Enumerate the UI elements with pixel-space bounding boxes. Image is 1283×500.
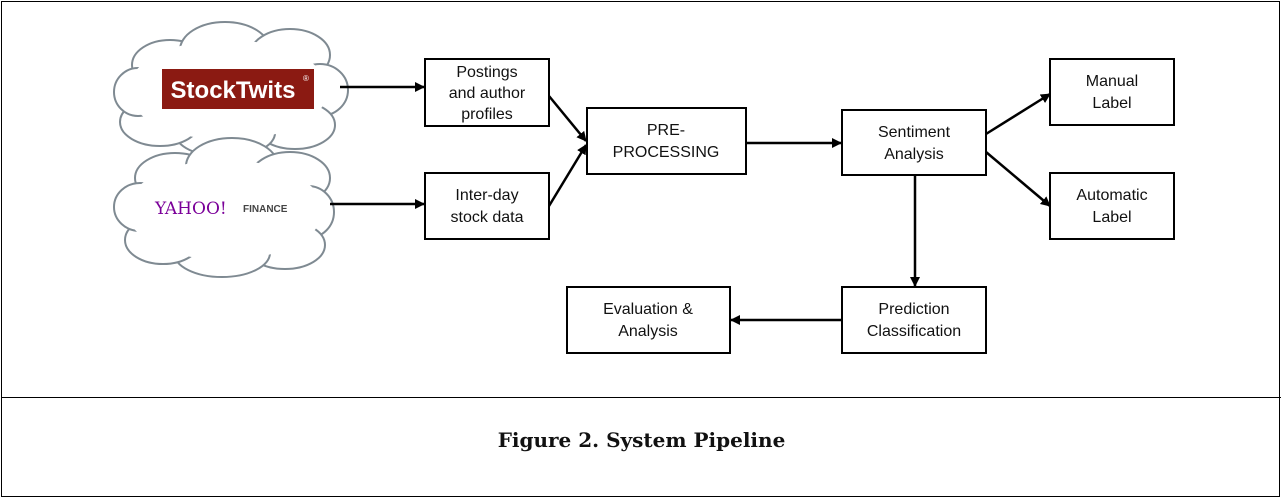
sentiment-label-line1: Sentiment (878, 124, 951, 141)
manual-label-line2: Label (1092, 95, 1131, 112)
connectors (330, 82, 1051, 325)
arrow-sentiment-to-automatic (985, 151, 1051, 207)
evaluation-box (566, 286, 731, 354)
postings-label-line2: and author (449, 85, 526, 102)
stocktwits-cloud: StockTwits ® (113, 21, 349, 158)
sentiment-box (841, 109, 987, 176)
sentiment-label-line2: Analysis (884, 146, 944, 163)
manual-label-box (1049, 58, 1175, 126)
preprocessing-label-line2: PROCESSING (613, 144, 720, 161)
preprocessing-label-line1: PRE- (647, 122, 685, 139)
evaluation-label-line2: Analysis (618, 323, 678, 340)
arrow-postings-to-preprocessing (548, 95, 587, 142)
evaluation-label-line1: Evaluation & (603, 301, 693, 318)
arrow-sentiment-to-manual (985, 92, 1051, 136)
automatic-label-line1: Automatic (1076, 187, 1147, 204)
postings-label-line1: Postings (456, 64, 517, 81)
yahoo-logo-text: YAHOO! (154, 199, 227, 219)
automatic-label-line2: Label (1092, 209, 1131, 226)
stocktwits-logo (162, 69, 314, 109)
yahoo-finance-cloud: YAHOO! FINANCE (113, 137, 335, 278)
manual-label-line1: Manual (1086, 73, 1138, 90)
interday-label-line2: stock data (451, 209, 524, 226)
pipeline-diagram: StockTwits ® YAHOO! FINANCE (113, 21, 1175, 354)
stocktwits-logo-text: StockTwits (171, 77, 296, 104)
interday-label-line1: Inter-day (455, 187, 518, 204)
finance-logo-text: FINANCE (243, 204, 288, 215)
caption-divider (1, 397, 1281, 398)
prediction-label-line1: Prediction (878, 301, 949, 318)
arrow-interday-to-preprocessing (547, 144, 588, 207)
figure-caption: Figure 2. System Pipeline (497, 428, 786, 452)
preprocessing-box (586, 107, 747, 175)
postings-label-line3: profiles (461, 106, 513, 123)
registered-mark: ® (303, 74, 309, 83)
prediction-label-line2: Classification (867, 323, 961, 340)
postings-box (424, 58, 550, 127)
automatic-label-box (1049, 172, 1175, 240)
interday-box (424, 172, 550, 240)
prediction-box (841, 286, 987, 354)
